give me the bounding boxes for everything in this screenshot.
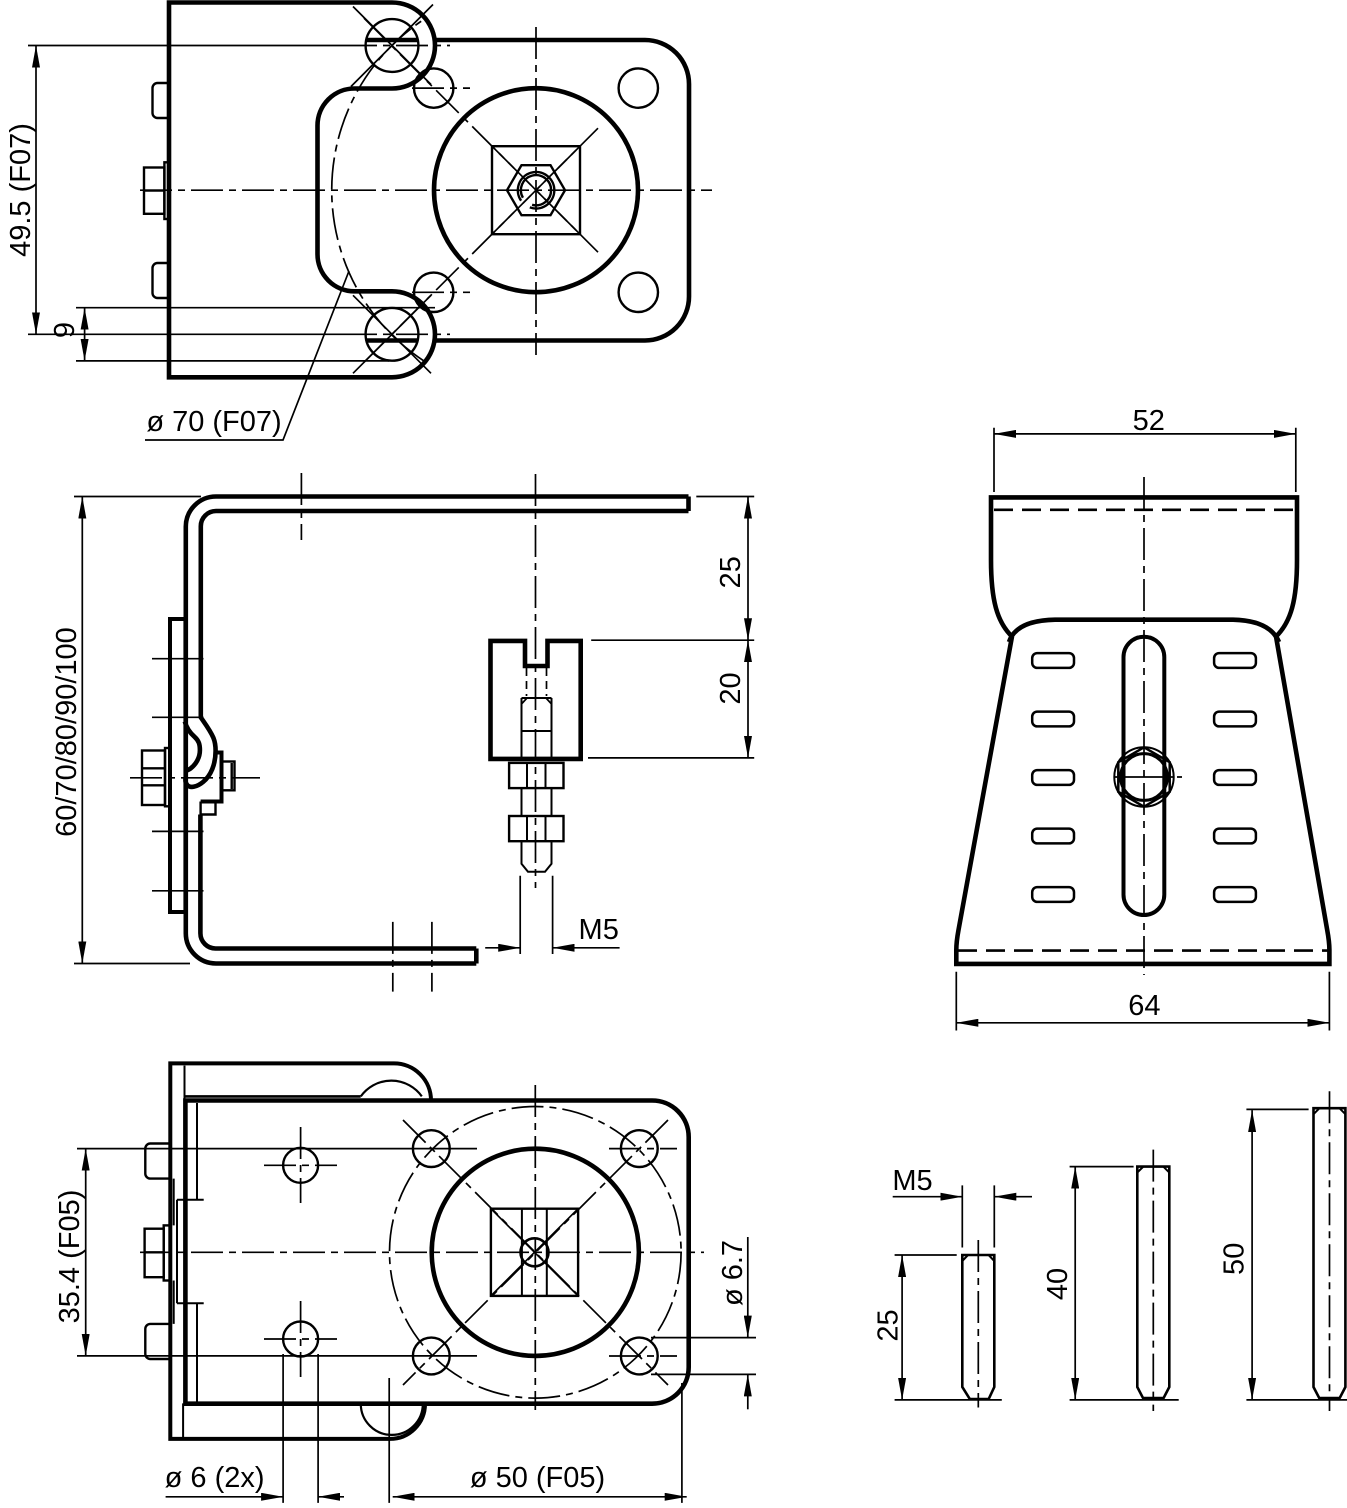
svg-text:ø 50 (F05): ø 50 (F05) — [470, 1462, 605, 1494]
svg-text:50: 50 — [1219, 1243, 1251, 1275]
svg-text:25: 25 — [873, 1309, 905, 1341]
svg-text:64: 64 — [1128, 990, 1160, 1022]
svg-text:49.5 (F07): 49.5 (F07) — [5, 123, 37, 257]
svg-text:35.4 (F05): 35.4 (F05) — [54, 1190, 86, 1324]
svg-text:60/70/80/90/100: 60/70/80/90/100 — [51, 627, 83, 837]
svg-text:ø 6.7: ø 6.7 — [717, 1240, 749, 1306]
svg-text:20: 20 — [715, 672, 747, 704]
svg-text:25: 25 — [715, 556, 747, 588]
svg-text:52: 52 — [1133, 405, 1165, 437]
svg-text:ø 70 (F07): ø 70 (F07) — [146, 406, 281, 438]
svg-text:M5: M5 — [892, 1165, 932, 1197]
svg-text:40: 40 — [1042, 1268, 1074, 1300]
svg-text:9: 9 — [49, 322, 81, 338]
svg-text:ø 6 (2x): ø 6 (2x) — [165, 1462, 265, 1494]
svg-text:M5: M5 — [579, 914, 619, 946]
